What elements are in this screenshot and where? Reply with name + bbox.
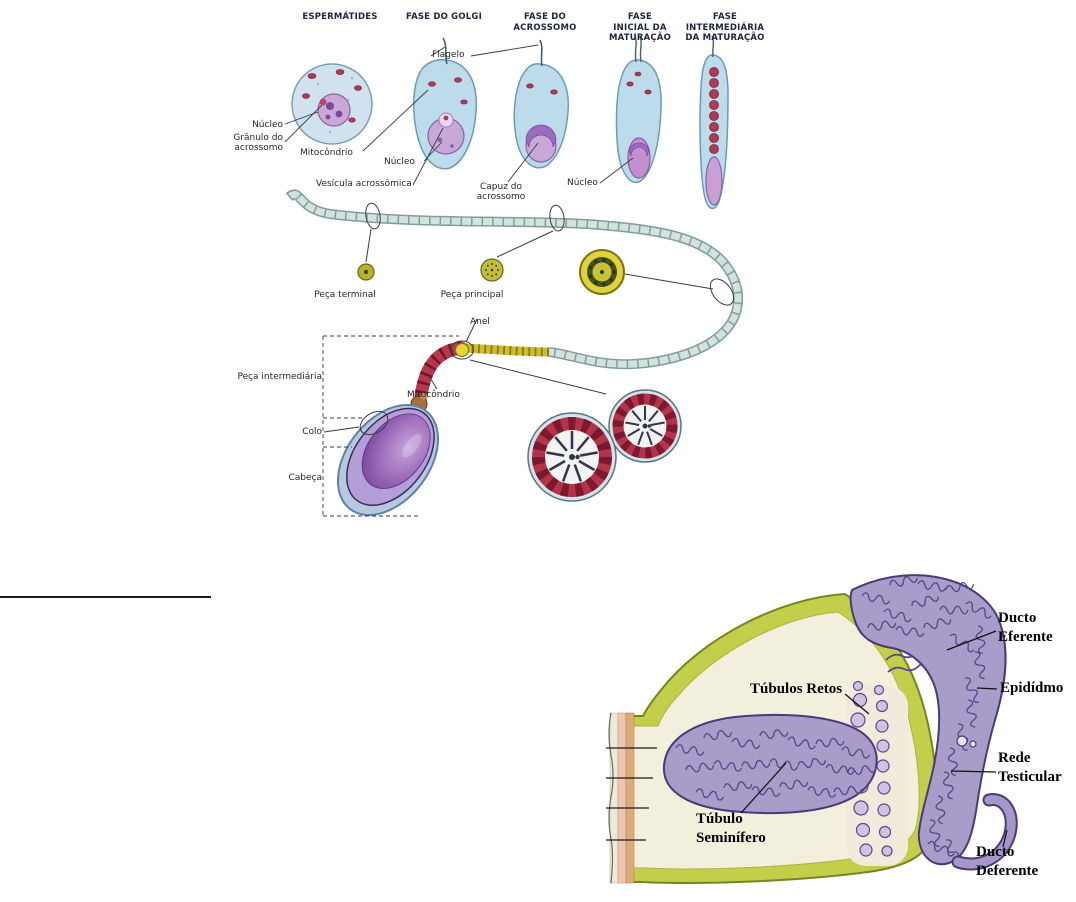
label-cabeca: Cabeça xyxy=(288,473,322,483)
label-tubulos-retos: Túbulos Retos xyxy=(750,681,843,697)
label-tubulo-seminifero: Túbulo Seminífero xyxy=(696,811,766,846)
testis-art xyxy=(606,573,1018,884)
phase-header-fase-golgi: FASE DO GOLGI xyxy=(406,12,482,22)
label-granulo-acrossomo: Grânulo do acrossomo xyxy=(233,133,283,154)
label-vesicula-acrossomica: Vesícula acrossômica xyxy=(316,179,412,189)
label-colo: Colo xyxy=(302,427,322,437)
label-mitocondrio-espiral: Mitocôndrio xyxy=(407,390,460,400)
label-mitocondrio: Mitocôndrio xyxy=(300,148,353,158)
section-markers xyxy=(323,202,735,436)
label-peca-intermediaria: Peça intermediária xyxy=(237,372,322,382)
phase-header-fase-intermediaria: FASE INTERMEDIÁRIA DA MATURAÇÃO xyxy=(685,12,765,44)
midpiece-cross-section-small xyxy=(608,389,682,463)
label-nucleo-golgi: Núcleo xyxy=(384,157,415,167)
sperm-bracket xyxy=(322,335,459,517)
divider-line xyxy=(0,596,211,598)
phase-header-fase-acrossomo: FASE DO ACROSSOMO xyxy=(513,12,577,33)
label-peca-terminal: Peça terminal xyxy=(314,290,376,300)
label-ducto-eferente: Ducto Eferente xyxy=(998,610,1053,645)
top-pointer-lines xyxy=(284,44,634,186)
midpiece-cross-section-large xyxy=(527,412,617,502)
label-nucleo-maturacao: Núcleo xyxy=(567,178,598,188)
label-epididimo: Epidídmo xyxy=(1000,680,1064,696)
label-nucleo-espermatide: Núcleo xyxy=(252,120,283,130)
label-ducto-deferente: Ducto Deferente xyxy=(976,844,1039,879)
spermiogenesis-cells-art xyxy=(291,35,729,210)
tail-cross-sections xyxy=(357,249,625,295)
phase-header-fase-inicial: FASE INICIAL DA MATURAÇÃO xyxy=(608,12,672,44)
label-anel: Anel xyxy=(470,317,490,327)
sperm-tail-art xyxy=(285,189,743,516)
label-rede-testicular: Rede Testicular xyxy=(998,750,1062,785)
label-flagelo: Flagelo xyxy=(432,50,465,60)
label-capuz-acrossomo: Capuz do acrossomo xyxy=(476,182,526,203)
label-peca-principal: Peça principal xyxy=(440,290,504,300)
phase-header-espermatides: ESPERMÁTIDES xyxy=(302,12,378,22)
